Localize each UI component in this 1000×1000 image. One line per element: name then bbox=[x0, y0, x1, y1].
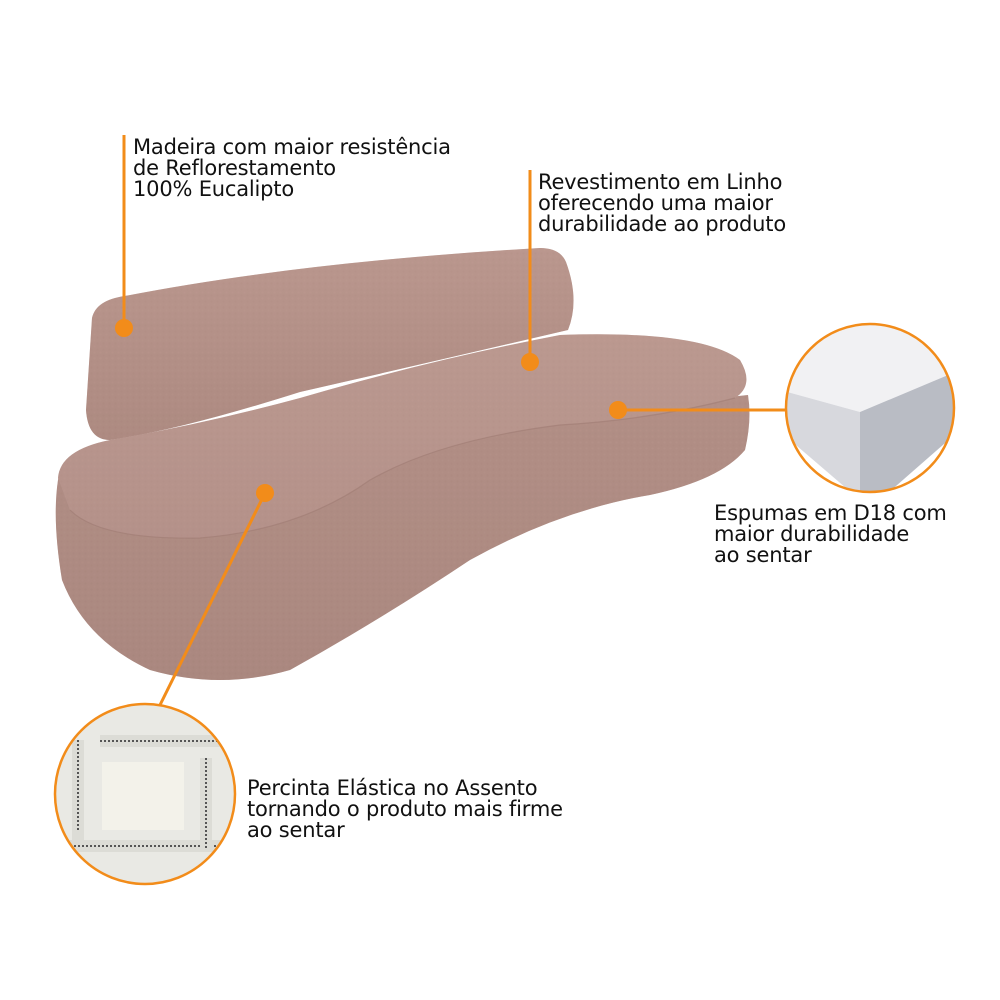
callout-foam-label: Espumas em D18 com maior durabilidade ao… bbox=[714, 503, 947, 566]
callout-linen-line-3: durabilidade ao produto bbox=[538, 212, 786, 236]
callout-wood-label: Madeira com maior resistência de Reflore… bbox=[133, 137, 451, 200]
callout-wood-line-2: de Reflorestamento bbox=[133, 156, 336, 180]
callout-linen-line-1: Revestimento em Linho bbox=[538, 170, 783, 194]
callout-webbing-line-1: Percinta Elástica no Assento bbox=[247, 776, 538, 800]
callout-wood-line-3: 100% Eucalipto bbox=[133, 177, 294, 201]
leader-webbing bbox=[158, 492, 267, 706]
callout-wood-line-1: Madeira com maior resistência bbox=[133, 135, 451, 159]
callout-linen-label: Revestimento em Linho oferecendo uma mai… bbox=[538, 172, 786, 235]
callout-leaders bbox=[122, 135, 786, 706]
callout-foam-line-2: maior durabilidade bbox=[714, 522, 910, 546]
callout-dots bbox=[115, 319, 627, 502]
callout-foam-line-3: ao sentar bbox=[714, 543, 812, 567]
callout-foam-line-1: Espumas em D18 com bbox=[714, 501, 947, 525]
sofa-backrest bbox=[86, 248, 574, 440]
dot-webbing bbox=[256, 484, 274, 502]
sofa-seat bbox=[58, 334, 747, 539]
webbing-inset bbox=[53, 702, 237, 886]
callout-webbing-line-3: ao sentar bbox=[247, 818, 345, 842]
callout-linen-line-2: oferecendo uma maior bbox=[538, 191, 773, 215]
callout-webbing-line-2: tornando o produto mais firme bbox=[247, 797, 563, 821]
dot-wood bbox=[115, 319, 133, 337]
foam-inset bbox=[784, 322, 956, 494]
dot-foam bbox=[609, 401, 627, 419]
dot-linen bbox=[521, 353, 539, 371]
callout-webbing-label: Percinta Elástica no Assento tornando o … bbox=[247, 778, 563, 841]
